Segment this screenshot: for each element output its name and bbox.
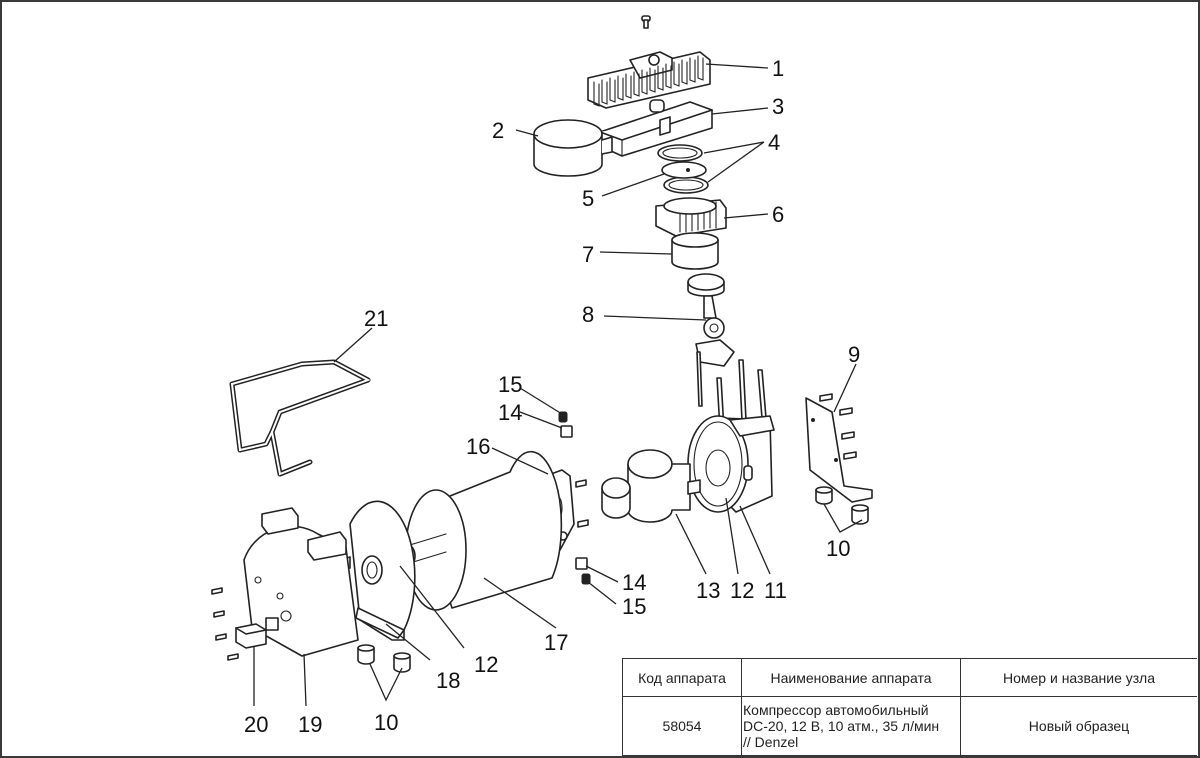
part-19-front-cover (243, 507, 359, 657)
header-device-code: Код аппарата (622, 658, 742, 697)
callout-10-right: 10 (826, 536, 850, 561)
part-14-brush-bottom (575, 557, 588, 570)
callout-19: 19 (298, 712, 322, 737)
title-block-data-row: 58054 Компрессор автомобильный DC-20, 12… (622, 696, 1197, 756)
part-7-sleeve (671, 232, 719, 270)
cooling-fin (649, 67, 656, 93)
assembly-name: Новый образец (960, 696, 1197, 756)
callout-labels: 1 2 3 4 5 6 7 8 9 10 10 11 12 12 13 14 1… (244, 56, 860, 737)
part-15-spring-bottom (581, 573, 591, 585)
callout-2: 2 (492, 118, 504, 143)
callout-13: 13 (696, 578, 720, 603)
part-6-cylinder (655, 197, 727, 237)
cooling-fin (689, 57, 696, 83)
callout-21: 21 (364, 306, 388, 331)
callout-5: 5 (582, 186, 594, 211)
cooling-fin (657, 65, 664, 91)
part-8-connecting-rod (687, 273, 735, 367)
title-block-table: Код аппарата Наименование аппарата Номер… (622, 658, 1197, 756)
part-9-bracket (805, 393, 873, 503)
callout-7: 7 (582, 242, 594, 267)
callout-4: 4 (768, 130, 780, 155)
callout-11: 11 (764, 578, 787, 603)
device-name-line-1: Компрессор автомобильный (743, 702, 929, 718)
cooling-fin (593, 81, 600, 107)
callout-16: 16 (466, 434, 490, 459)
cover-screws (211, 587, 239, 661)
part-15-spring-top (558, 411, 568, 423)
callout-15-bottom: 15 (622, 594, 646, 619)
title-block-header-row: Код аппарата Наименование аппарата Номер… (622, 658, 1197, 697)
device-name-line-2: DC-20, 12 В, 10 атм., 35 л/мин (743, 718, 940, 734)
callout-14-bottom: 14 (622, 570, 646, 595)
top-screw (641, 15, 651, 29)
cooling-fin (601, 79, 608, 105)
callout-1: 1 (772, 56, 784, 81)
cooling-fin (625, 73, 632, 99)
leader-lines (253, 63, 863, 707)
part-20-switch (235, 623, 267, 649)
callout-12-left: 12 (474, 652, 498, 677)
callout-18: 18 (436, 668, 460, 693)
callout-8: 8 (582, 302, 594, 327)
cooling-fin (609, 77, 616, 103)
part-2-air-filter (533, 119, 613, 177)
callout-3: 3 (772, 94, 784, 119)
part-11-crankcase (687, 415, 775, 513)
callout-14-top: 14 (498, 400, 522, 425)
part-13-counterweight (601, 449, 701, 523)
device-name-line-3: // Denzel (743, 734, 799, 750)
device-name: Компрессор автомобильный DC-20, 12 В, 10… (741, 696, 961, 756)
cooling-fin (665, 63, 672, 89)
callout-10-left: 10 (374, 710, 398, 735)
cooling-fin (697, 55, 704, 81)
cooling-fin (617, 75, 624, 101)
cooling-fin (681, 59, 688, 85)
header-assembly: Номер и название узла (960, 658, 1197, 697)
part-5-valve-disc (661, 161, 707, 179)
callout-6: 6 (772, 202, 784, 227)
cooling-fin (641, 69, 648, 95)
part-10-feet-right (815, 486, 869, 525)
part-17-motor (396, 450, 563, 611)
device-code: 58054 (622, 696, 742, 756)
part-10-feet-left (357, 644, 411, 673)
callout-17: 17 (544, 630, 568, 655)
part-1-cylinder-head (587, 51, 711, 109)
part-18-end-bracket (339, 500, 416, 641)
callout-12-right: 12 (730, 578, 754, 603)
callout-15-top: 15 (498, 372, 522, 397)
cooling-fin (633, 71, 640, 97)
callout-20: 20 (244, 712, 268, 737)
part-21-handle (229, 359, 371, 477)
cooling-fin (673, 61, 680, 87)
header-device-name: Наименование аппарата (741, 658, 961, 697)
callout-9: 9 (848, 342, 860, 367)
part-14-brush-top (560, 425, 573, 438)
